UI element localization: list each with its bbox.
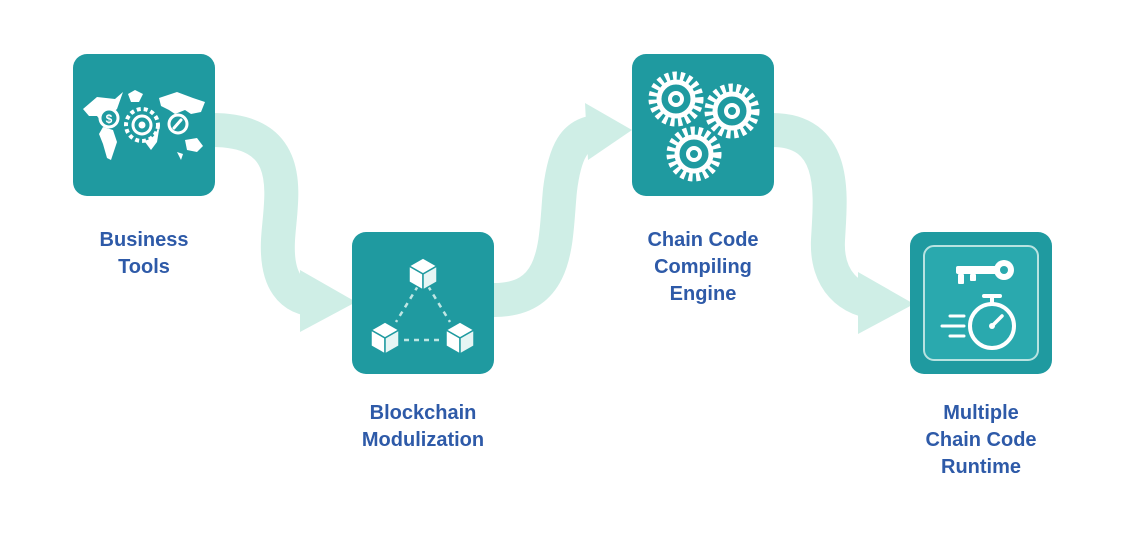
card-multiple-chain-code-runtime: [910, 232, 1052, 374]
label-line: Modulization: [361, 429, 485, 451]
card-blockchain-modulization: [352, 232, 494, 374]
card-chain-code-compiling-engine: [632, 54, 774, 196]
card-business-tools: $: [73, 54, 215, 196]
flow-arrow-1: [211, 113, 322, 317]
label-line: Runtime: [941, 456, 1021, 478]
key-stopwatch-icon: [923, 245, 1039, 361]
label-line: Blockchain: [369, 402, 477, 424]
label-line: Compiling: [654, 256, 752, 278]
label-line: Multiple: [943, 402, 1019, 424]
label-line: Tools: [118, 256, 170, 278]
flow-arrow-2: [493, 115, 599, 317]
arrow-head-1: [300, 270, 356, 332]
arrow-head-3: [858, 272, 914, 334]
label-chain-code-compiling-engine: Chain Code Compiling Engine: [613, 227, 793, 308]
label-line: Engine: [669, 283, 737, 305]
connected-cubes-icon: [370, 257, 475, 355]
label-line: Chain Code: [925, 429, 1037, 451]
label-business-tools: Business Tools: [60, 227, 228, 281]
label-line: Chain Code: [647, 229, 759, 251]
arrow-head-2: [585, 103, 632, 160]
label-multiple-chain-code-runtime: Multiple Chain Code Runtime: [891, 400, 1071, 481]
svg-text:$: $: [106, 112, 113, 126]
flow-arrow-3: [770, 113, 882, 319]
label-blockchain-modulization: Blockchain Modulization: [333, 400, 513, 454]
label-line: Business: [99, 229, 189, 251]
three-gears-icon: [648, 71, 760, 182]
world-map-gears-icon: $: [83, 90, 205, 160]
